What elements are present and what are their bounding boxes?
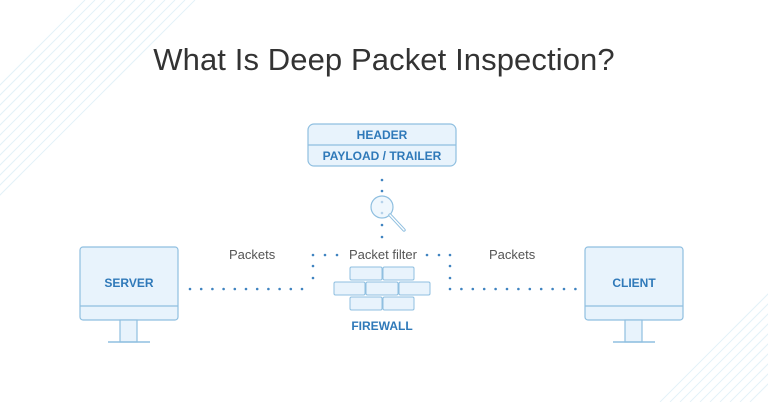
brick-wall-icon [333, 266, 431, 311]
dotted-line-server-to-firewall [188, 253, 339, 291]
connector-dot [300, 287, 304, 291]
connector-dot [528, 287, 532, 291]
connector-dot [517, 287, 520, 291]
connector-dot [448, 264, 452, 268]
connector-dot [380, 223, 384, 227]
connector-dot [437, 253, 441, 257]
connector-dot [380, 178, 384, 182]
decorative-stripes-top-left [0, 0, 196, 196]
connector-dot [199, 287, 203, 291]
connector-dot [380, 189, 384, 193]
client-label: CLIENT [612, 276, 656, 290]
connector-dot [311, 276, 315, 280]
connector-dot [448, 287, 452, 291]
connector-dot [448, 276, 452, 280]
connector-dot [233, 287, 237, 291]
connector-dot [311, 253, 315, 257]
server-label: SERVER [104, 276, 154, 290]
connector-dot [482, 287, 486, 291]
connector-dot [289, 287, 293, 291]
connector-dot [335, 253, 339, 257]
connector-dot [448, 253, 452, 257]
connector-dot [562, 287, 566, 291]
magnifier-icon [370, 195, 406, 232]
packets-label-left: Packets [229, 247, 276, 262]
page-title: What Is Deep Packet Inspection? [153, 42, 615, 77]
client-monitor-icon [584, 246, 684, 343]
dotted-line-firewall-to-client [425, 253, 577, 291]
connector-dot [323, 253, 327, 257]
connector-dot [539, 287, 543, 291]
connector-dot [267, 287, 270, 291]
connector-dot [380, 235, 384, 239]
packets-label-right: Packets [489, 247, 536, 262]
connector-dot [460, 287, 463, 291]
packet-filter-label: Packet filter [349, 247, 417, 262]
packet-header-label: HEADER [356, 128, 408, 142]
connector-dot [188, 287, 192, 291]
firewall-label: FIREWALL [351, 319, 413, 333]
connector-dot [551, 287, 554, 291]
connector-dot [211, 287, 214, 291]
packet-payload-label: PAYLOAD / TRAILER [322, 149, 442, 163]
decorative-stripes-bottom-right [659, 293, 768, 402]
connector-dot [255, 287, 259, 291]
connector-dot [278, 287, 281, 291]
connector-dot [494, 287, 497, 291]
connector-dot [505, 287, 509, 291]
packet-box [307, 123, 457, 167]
connector-dot [574, 287, 577, 291]
server-monitor-icon [79, 246, 179, 343]
connector-dot [222, 287, 225, 291]
connector-dot [311, 264, 315, 268]
connector-dot [244, 287, 248, 291]
connector-dot [425, 253, 429, 257]
connector-dot [471, 287, 475, 291]
